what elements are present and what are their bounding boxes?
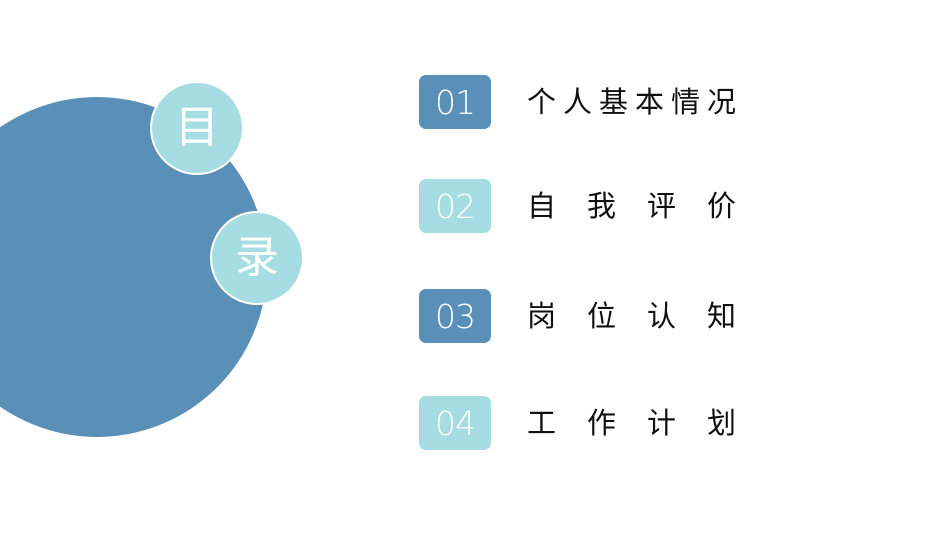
number-badge: 04 (419, 396, 491, 450)
badge-number: 01 (435, 82, 476, 122)
toc-item-label: 岗位认知 (527, 299, 768, 333)
title-char-2: 录 (235, 232, 279, 283)
number-badge: 01 (419, 75, 491, 129)
toc-item-label: 工作计划 (527, 406, 768, 440)
title-circle-mu: 目 (150, 81, 244, 175)
badge-number: 02 (435, 186, 476, 226)
toc-item-label: 个人基本情况 (527, 85, 744, 119)
badge-number: 03 (435, 296, 476, 336)
number-badge: 03 (419, 289, 491, 343)
toc-item-label: 自我评价 (527, 189, 768, 223)
title-circle-lu: 录 (210, 211, 304, 305)
number-badge: 02 (419, 179, 491, 233)
badge-number: 04 (435, 403, 476, 443)
title-char-1: 目 (175, 102, 219, 153)
